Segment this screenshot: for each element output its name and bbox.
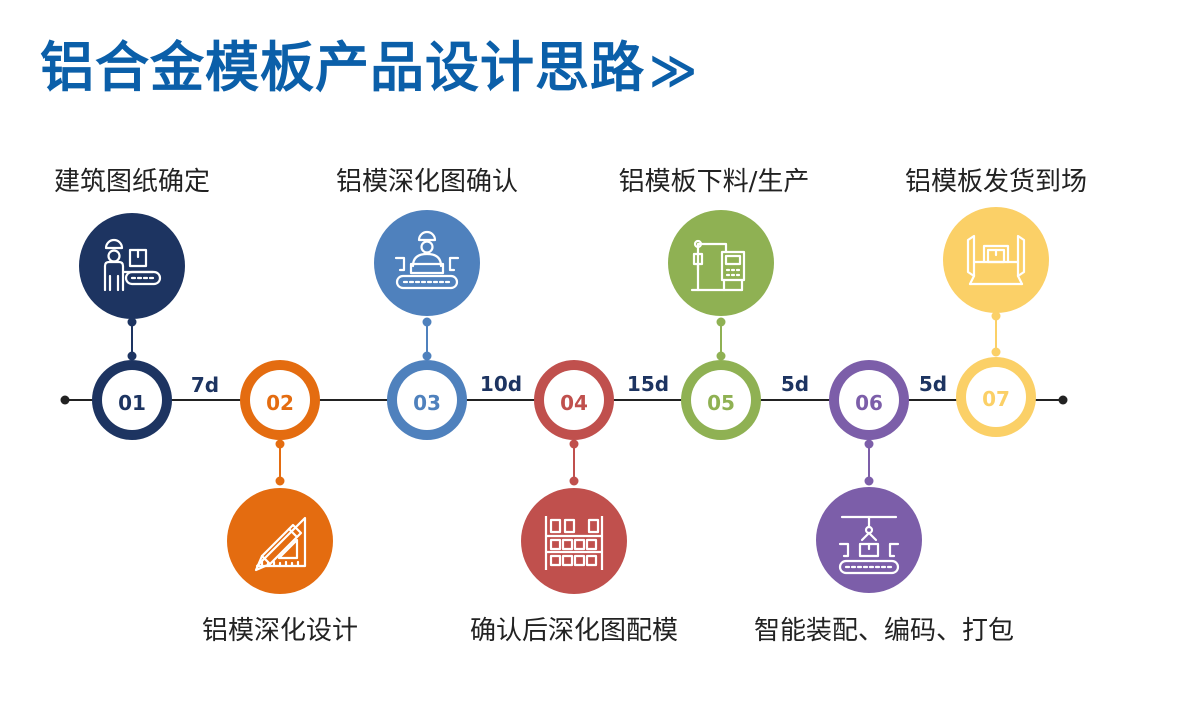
step-ring-04 xyxy=(534,360,614,440)
connector-07 xyxy=(991,311,1001,357)
worker-at-workstation-icon xyxy=(374,210,480,316)
robotic-arm-conveyor-icon xyxy=(816,487,922,593)
step-07-number: 07 xyxy=(982,387,1010,411)
step-01-label: 建筑图纸确定 xyxy=(53,167,211,197)
step-03-number: 03 xyxy=(413,391,441,415)
step-07-label: 铝模板发货到场 xyxy=(904,167,1088,197)
duration-04-05: 15d xyxy=(626,372,670,396)
step-04-label: 确认后深化图配模 xyxy=(469,616,679,646)
step-03-label: 铝模深化图确认 xyxy=(335,167,519,197)
title-text: 铝合金模板产品设计思路 xyxy=(40,36,645,99)
delivery-truck-icon xyxy=(943,207,1049,313)
step-ring-01 xyxy=(92,360,172,440)
pencil-triangle-ruler-icon xyxy=(227,488,333,594)
step-02-number: 02 xyxy=(266,391,294,415)
step-ring-03 xyxy=(387,360,467,440)
step-04-number: 04 xyxy=(560,391,588,415)
step-05-number: 05 xyxy=(707,391,735,415)
step-ring-02 xyxy=(240,360,320,440)
connector-03 xyxy=(422,317,432,361)
step-06-number: 06 xyxy=(855,391,883,415)
step-ring-05 xyxy=(681,360,761,440)
double-chevron-icon: ≫ xyxy=(649,43,699,97)
duration-01-02: 7d xyxy=(190,373,220,397)
connector-01 xyxy=(127,317,137,361)
connector-06 xyxy=(864,439,874,486)
step-ring-07 xyxy=(956,357,1036,437)
duration-03-04: 10d xyxy=(479,372,523,396)
step-02-label: 铝模深化设计 xyxy=(201,616,359,646)
duration-06-07: 5d xyxy=(918,372,948,396)
connector-04 xyxy=(569,439,579,486)
storage-rack-icon xyxy=(521,488,627,594)
timeline-start-dot xyxy=(60,395,70,405)
connector-05 xyxy=(716,317,726,361)
step-01-number: 01 xyxy=(118,391,146,415)
page-title: 铝合金模板产品设计思路≫ xyxy=(40,30,698,108)
connector-02 xyxy=(275,439,285,486)
step-05-label: 铝模板下料/生产 xyxy=(618,167,810,197)
cnc-machine-icon xyxy=(668,210,774,316)
worker-at-conveyor-icon xyxy=(79,213,185,319)
step-ring-06 xyxy=(829,360,909,440)
timeline-end-dot xyxy=(1058,395,1068,405)
step-06-label: 智能装配、编码、打包 xyxy=(753,616,1015,646)
duration-05-06: 5d xyxy=(780,372,810,396)
